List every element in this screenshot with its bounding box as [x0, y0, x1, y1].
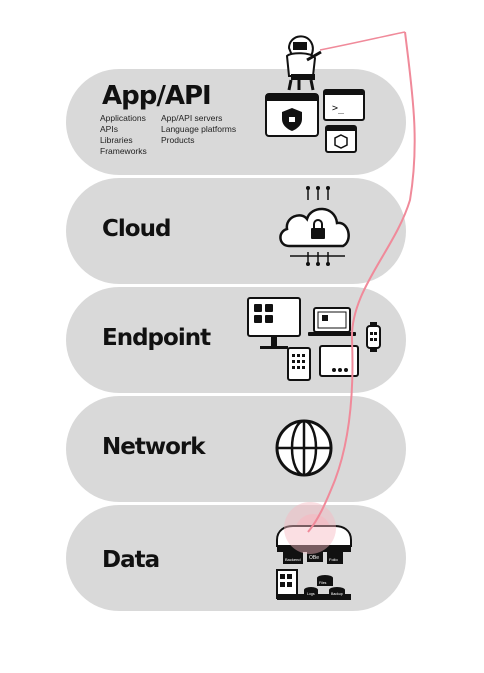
- layer-title-data: Data: [102, 547, 160, 573]
- layer-title-cloud: Cloud: [102, 216, 171, 242]
- app-api-items-left: Applications APIs Libraries Frameworks: [100, 113, 147, 157]
- cloud-lock-icon: [279, 186, 350, 266]
- app-api-items-right: App/API servers Language platforms Produ…: [161, 113, 236, 146]
- app-windows-icon: >_: [265, 89, 365, 153]
- data-tag: Files: [319, 581, 327, 585]
- app-api-item: Libraries: [100, 135, 133, 145]
- devices-icon: [247, 297, 381, 381]
- data-tag: Folio: [329, 557, 338, 562]
- data-tag: Backend: [285, 557, 301, 562]
- data-tag: Backup: [331, 592, 343, 596]
- svg-text:>_: >_: [332, 103, 345, 114]
- layer-title-app-api: App/API: [102, 81, 212, 111]
- app-api-item: Applications: [100, 113, 146, 123]
- app-api-item: Language platforms: [161, 124, 237, 134]
- layer-title-network: Network: [102, 434, 206, 460]
- database-hub-icon: Backend OBe Folio Files Logs Backup: [276, 514, 352, 600]
- data-tag: OBe: [309, 555, 319, 561]
- hacker-fishing-icon: [285, 35, 322, 91]
- app-api-item: App/API servers: [161, 113, 223, 123]
- layer-network: Network: [66, 396, 406, 502]
- data-tag: Logs: [307, 592, 315, 596]
- globe-icon: [275, 419, 333, 477]
- layer-title-endpoint: Endpoint: [102, 325, 211, 351]
- layer-data: Data: [66, 505, 406, 611]
- app-api-item: Frameworks: [100, 146, 147, 156]
- app-api-item: Products: [161, 135, 195, 145]
- app-api-item: APIs: [100, 124, 118, 134]
